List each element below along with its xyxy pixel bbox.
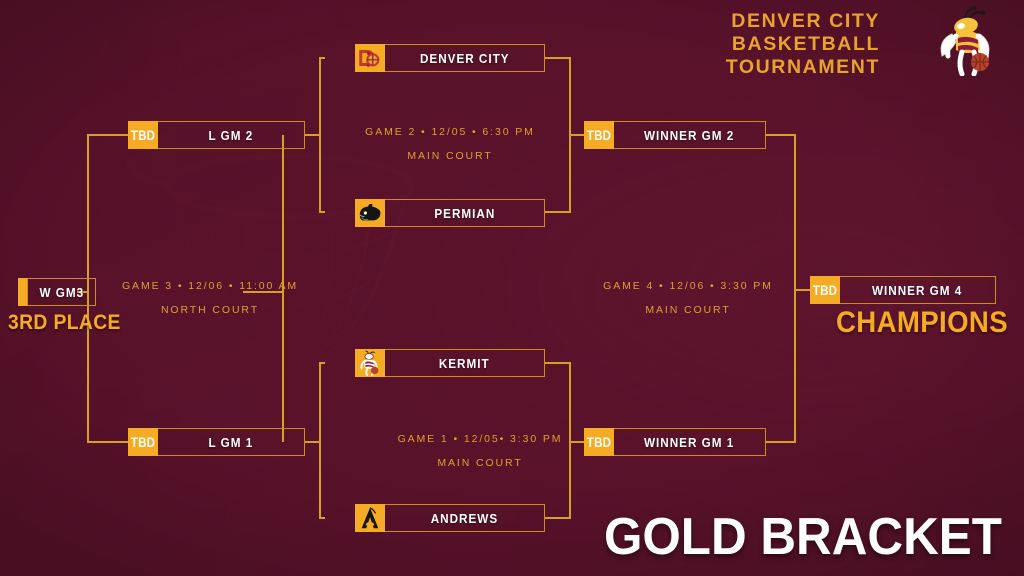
matchup-denver-city[interactable]: DENVER CITY <box>355 44 545 72</box>
matchup-name-andrews: ANDREWS <box>385 504 545 532</box>
seed-tag-l-gm1: TBD <box>128 428 158 456</box>
denver-city-dc-logo-icon <box>355 44 385 72</box>
matchup-name-winner-gm4: WINNER GM 4 <box>840 276 996 304</box>
game-info-game2: GAME 2 • 12/05 • 6:30 PM MAIN COURT <box>345 126 555 162</box>
andrews-a-logo-icon <box>355 504 385 532</box>
matchup-name-w-gm3: W GM3 <box>27 278 96 306</box>
game3-line-1: GAME 3 • 12/06 • 11:00 AM <box>121 280 299 292</box>
game-info-game1: GAME 1 • 12/05• 3:30 PM MAIN COURT <box>375 433 585 469</box>
game1-line-1: GAME 1 • 12/05• 3:30 PM <box>397 433 563 445</box>
tbd-label: TBD <box>130 127 156 143</box>
matchup-name-winner-gm1: WINNER GM 1 <box>614 428 766 456</box>
tbd-label: TBD <box>812 282 838 298</box>
seed-tag-winner-gm2: TBD <box>584 121 614 149</box>
game4-line-2: MAIN COURT <box>645 304 731 316</box>
seed-tag-winner-gm1: TBD <box>584 428 614 456</box>
tbd-label: TBD <box>130 434 156 450</box>
matchup-name-winner-gm2: WINNER GM 2 <box>614 121 766 149</box>
matchup-name-l-gm1: L GM 1 <box>158 428 305 456</box>
matchup-name-denver-city: DENVER CITY <box>385 44 545 72</box>
yellowjacket-mascot-icon <box>940 5 990 76</box>
seed-tag-l-gm2: TBD <box>128 121 158 149</box>
game2-line-2: MAIN COURT <box>407 150 493 162</box>
matchup-name-l-gm2: L GM 2 <box>158 121 305 149</box>
third-place-label: 3RD PLACE <box>8 311 121 334</box>
title-line-2: BASKETBALL <box>731 33 880 55</box>
game1-line-2: MAIN COURT <box>437 457 523 469</box>
champions-label: CHAMPIONS <box>836 306 1008 339</box>
matchup-winner-gm4[interactable]: TBD WINNER GM 4 <box>810 276 996 304</box>
matchup-andrews[interactable]: ANDREWS <box>355 504 545 532</box>
matchup-name-kermit: KERMIT <box>385 349 545 377</box>
matchup-w-gm3[interactable]: W GM3 <box>18 278 96 306</box>
matchup-winner-gm2[interactable]: TBD WINNER GM 2 <box>584 121 766 149</box>
gold-bracket-title: GOLD BRACKET <box>604 508 1002 566</box>
matchup-name-permian: PERMIAN <box>385 199 545 227</box>
kermit-yellowjacket-logo-icon <box>355 349 385 377</box>
game-info-game4: GAME 4 • 12/06 • 3:30 PM MAIN COURT <box>583 280 793 316</box>
seed-tag-winner-gm4: TBD <box>810 276 840 304</box>
matchup-l-gm2[interactable]: TBD L GM 2 <box>128 121 305 149</box>
matchup-l-gm1[interactable]: TBD L GM 1 <box>128 428 305 456</box>
matchup-winner-gm1[interactable]: TBD WINNER GM 1 <box>584 428 766 456</box>
tbd-label: TBD <box>586 434 612 450</box>
title-line-3: TOURNAMENT <box>725 56 880 78</box>
tbd-label: TBD <box>586 127 612 143</box>
accent-tab-w-gm3 <box>18 278 27 306</box>
game-info-game3: GAME 3 • 12/06 • 11:00 AM NORTH COURT <box>105 280 315 316</box>
game2-line-1: GAME 2 • 12/05 • 6:30 PM <box>365 126 535 138</box>
title-line-1: DENVER CITY <box>731 10 880 32</box>
tournament-title: DENVER CITY BASKETBALL TOURNAMENT <box>650 10 880 79</box>
game4-line-1: GAME 4 • 12/06 • 3:30 PM <box>603 280 773 292</box>
matchup-permian[interactable]: PERMIAN <box>355 199 545 227</box>
game3-line-2: NORTH COURT <box>160 304 260 316</box>
permian-panther-logo-icon <box>355 199 385 227</box>
matchup-kermit[interactable]: KERMIT <box>355 349 545 377</box>
